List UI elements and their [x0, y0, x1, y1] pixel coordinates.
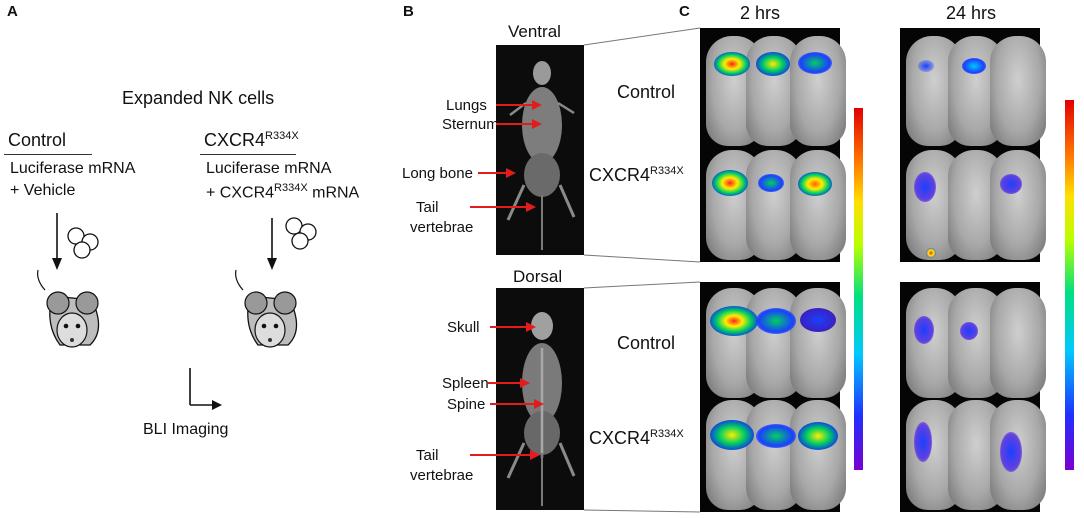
panel-letter-a: A	[7, 3, 18, 20]
control-cells-icon	[67, 227, 99, 259]
label-skull: Skull	[447, 319, 480, 336]
label-vertebrae-dorsal: vertebrae	[410, 467, 474, 484]
mutant-heading: CXCR4R334X	[204, 130, 299, 150]
control-line2: + Vehicle	[10, 182, 76, 199]
zoom-lines	[583, 27, 701, 513]
label-spleen: Spleen	[442, 375, 489, 392]
bli-image-24h-dorsal	[900, 282, 1046, 512]
bli-image-2h-dorsal	[700, 282, 846, 512]
panel-letter-c: C	[679, 3, 690, 20]
time-2h-header: 2 hrs	[740, 3, 781, 23]
mutant-cells-icon	[285, 217, 317, 250]
row-label-control-ventral: Control	[617, 82, 676, 102]
colorbar-24h	[1065, 100, 1074, 470]
control-mouse-icon	[37, 269, 100, 348]
row-label-control-dorsal: Control	[617, 333, 676, 353]
ventral-title: Ventral	[508, 22, 561, 41]
time-24h-header: 24 hrs	[946, 3, 997, 23]
label-tail-dorsal: Tail	[416, 447, 439, 464]
label-tail-ventral: Tail	[416, 199, 439, 216]
label-spine: Spine	[447, 396, 486, 413]
control-down-arrow	[52, 213, 62, 270]
panel-a-graphics	[37, 213, 317, 410]
control-line1: Luciferase mRNA	[10, 160, 136, 177]
colorbar-2h	[854, 108, 863, 470]
panel-a-title: Expanded NK cells	[122, 88, 275, 108]
row-label-mutant-dorsal: CXCR4R334X	[589, 428, 684, 448]
label-lungs: Lungs	[446, 97, 487, 114]
dorsal-title: Dorsal	[513, 267, 563, 286]
mutant-line2: + CXCR4R334X mRNA	[206, 182, 360, 202]
panel-letter-b: B	[403, 3, 414, 20]
mutant-down-arrow	[267, 218, 277, 270]
row-label-mutant-ventral: CXCR4R334X	[589, 165, 684, 185]
label-long-bone: Long bone	[402, 165, 473, 182]
bli-image-24h-ventral	[900, 28, 1046, 262]
bli-image-2h-ventral	[700, 28, 846, 262]
bli-imaging-label: BLI Imaging	[143, 421, 229, 438]
ventral-xray-image	[496, 45, 584, 255]
mutant-underline	[200, 154, 296, 155]
mutant-mouse-icon	[235, 269, 298, 348]
label-vertebrae-ventral: vertebrae	[410, 219, 474, 236]
mutant-line1: Luciferase mRNA	[206, 160, 332, 177]
control-heading: Control	[8, 130, 67, 150]
label-sternum: Sternum	[442, 116, 499, 133]
control-underline	[4, 154, 92, 155]
bli-imaging-arrow	[189, 368, 222, 410]
